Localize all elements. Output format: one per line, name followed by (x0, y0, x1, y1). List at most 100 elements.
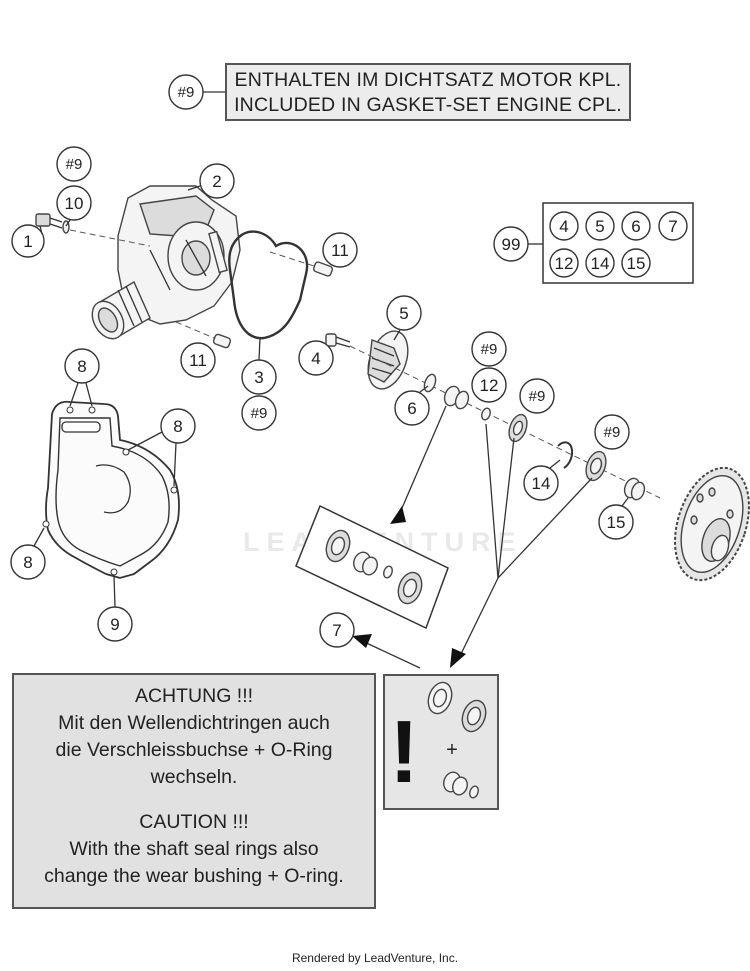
callout-9[interactable]: 9 (97, 606, 133, 642)
wear-bushing[interactable] (442, 384, 471, 410)
callout-6[interactable]: 6 (394, 390, 430, 426)
leader-8-left (33, 527, 45, 547)
callout-hash9-e[interactable]: #9 (594, 414, 630, 450)
gasket-outline-drawing (42, 400, 180, 579)
caution-notice: ACHTUNG !!! Mit den Wellendichtringen au… (12, 673, 376, 909)
svg-text:15: 15 (607, 513, 626, 532)
bushing-part-15[interactable] (622, 476, 647, 501)
callout-1[interactable]: 1 (11, 224, 45, 258)
leader-1 (39, 225, 43, 235)
svg-text:#9: #9 (529, 388, 546, 405)
arrowhead-7 (352, 634, 372, 648)
svg-text:#9: #9 (178, 84, 195, 101)
bolt-11-lower-axis (175, 321, 215, 339)
svg-text:2: 2 (212, 172, 221, 191)
seal-kit-box-part-7[interactable] (295, 504, 449, 630)
svg-text:6: 6 (407, 399, 416, 418)
warning-exclaim: ! (389, 702, 418, 801)
callout-10[interactable]: 10 (56, 185, 92, 221)
svg-text:9: 9 (110, 615, 119, 634)
warning-panel: ! + (383, 674, 499, 810)
arrowhead-warning (450, 648, 466, 668)
callout-5[interactable]: 5 (386, 295, 422, 331)
bolt-part-1[interactable] (35, 213, 63, 229)
svg-text:5: 5 (399, 304, 408, 323)
shaft-seal-ring-a[interactable] (506, 412, 531, 444)
svg-text:14: 14 (591, 254, 610, 273)
kit-item-12[interactable]: 12 (549, 248, 579, 278)
note-line-en: INCLUDED IN GASKET-SET ENGINE CPL. (234, 94, 622, 116)
callout-note-ref[interactable]: #9 (168, 74, 204, 110)
svg-text:99: 99 (502, 235, 521, 254)
leader-8-right-b (173, 442, 177, 487)
caution-line2-en: change the wear bushing + O-ring. (44, 865, 344, 887)
callout-15[interactable]: 15 (598, 504, 634, 540)
callout-7[interactable]: 7 (319, 612, 355, 648)
svg-text:#9: #9 (604, 424, 621, 441)
leader-2 (187, 185, 201, 191)
callout-11-upper[interactable]: 11 (322, 232, 358, 268)
svg-text:7: 7 (332, 621, 341, 640)
arrow-to-warning (459, 577, 499, 657)
leader-8-right-a (127, 431, 163, 451)
leader-seal-kit (497, 437, 515, 579)
impeller-part-5[interactable] (361, 326, 415, 395)
warning-plus: + (446, 739, 458, 761)
bolt-part-11-lower[interactable] (212, 333, 232, 349)
bolt-11-upper-axis (269, 251, 315, 267)
callout-3[interactable]: 3 (241, 359, 277, 395)
bearing-seal-ring-b[interactable] (582, 449, 609, 483)
callout-8-top[interactable]: 8 (64, 348, 100, 384)
leader-8-top-b (85, 382, 93, 407)
callout-8-right[interactable]: 8 (160, 408, 196, 444)
leader-15 (621, 497, 629, 507)
svg-text:8: 8 (23, 553, 32, 572)
callout-2[interactable]: 2 (199, 163, 235, 199)
svg-text:7: 7 (668, 217, 677, 236)
pump-shaft-axis (349, 345, 661, 499)
caution-line1-en: With the shaft seal rings also (69, 838, 319, 860)
callout-11-lower[interactable]: 11 (180, 342, 216, 378)
leader-8-top-a (69, 382, 79, 407)
leader-oring-kit (485, 423, 499, 579)
o-ring-part-12[interactable] (480, 407, 492, 421)
pump-housing[interactable] (117, 185, 241, 325)
pump-inlet-spigot (91, 280, 151, 340)
drive-gear (674, 466, 750, 582)
svg-text:3: 3 (254, 368, 263, 387)
kit-item-15[interactable]: 15 (621, 248, 651, 278)
callout-hash9-c[interactable]: #9 (471, 331, 507, 367)
svg-text:12: 12 (480, 376, 499, 395)
caution-line3-de: wechseln. (150, 766, 238, 788)
callout-hash9-a[interactable]: #9 (56, 146, 92, 182)
callout-hash9-b[interactable]: #9 (241, 395, 277, 431)
gasket-set-note: ENTHALTEN IM DICHTSATZ MOTOR KPL. INCLUD… (225, 63, 631, 121)
kit-item-14[interactable]: 14 (585, 248, 615, 278)
leader-3 (258, 337, 261, 361)
arrowhead-kit (390, 506, 406, 524)
callout-4[interactable]: 4 (298, 340, 334, 376)
kit-item-7[interactable]: 7 (658, 211, 688, 241)
gasket-part-3[interactable] (228, 230, 309, 340)
svg-text:4: 4 (311, 349, 320, 368)
svg-text:11: 11 (331, 241, 349, 260)
kit-item-5[interactable]: 5 (585, 211, 615, 241)
bolt-part-11-upper[interactable] (312, 261, 334, 277)
leader-bearing-kit (497, 477, 593, 579)
svg-text:5: 5 (595, 217, 604, 236)
bolt-part-4[interactable] (325, 333, 351, 348)
caution-title-en: CAUTION !!! (139, 811, 249, 833)
kit-item-4[interactable]: 4 (549, 211, 579, 241)
callout-8-left[interactable]: 8 (10, 544, 46, 580)
svg-text:15: 15 (627, 254, 646, 273)
circlip-part-14[interactable] (557, 441, 574, 469)
washer-part-6[interactable] (422, 373, 438, 393)
callout-14[interactable]: 14 (523, 465, 559, 501)
kit-item-6[interactable]: 6 (621, 211, 651, 241)
callout-12[interactable]: 12 (471, 367, 507, 403)
caution-title-de: ACHTUNG !!! (134, 685, 254, 707)
callout-99[interactable]: 99 (493, 226, 529, 262)
svg-text:#9: #9 (251, 405, 268, 422)
callout-hash9-d[interactable]: #9 (519, 378, 555, 414)
